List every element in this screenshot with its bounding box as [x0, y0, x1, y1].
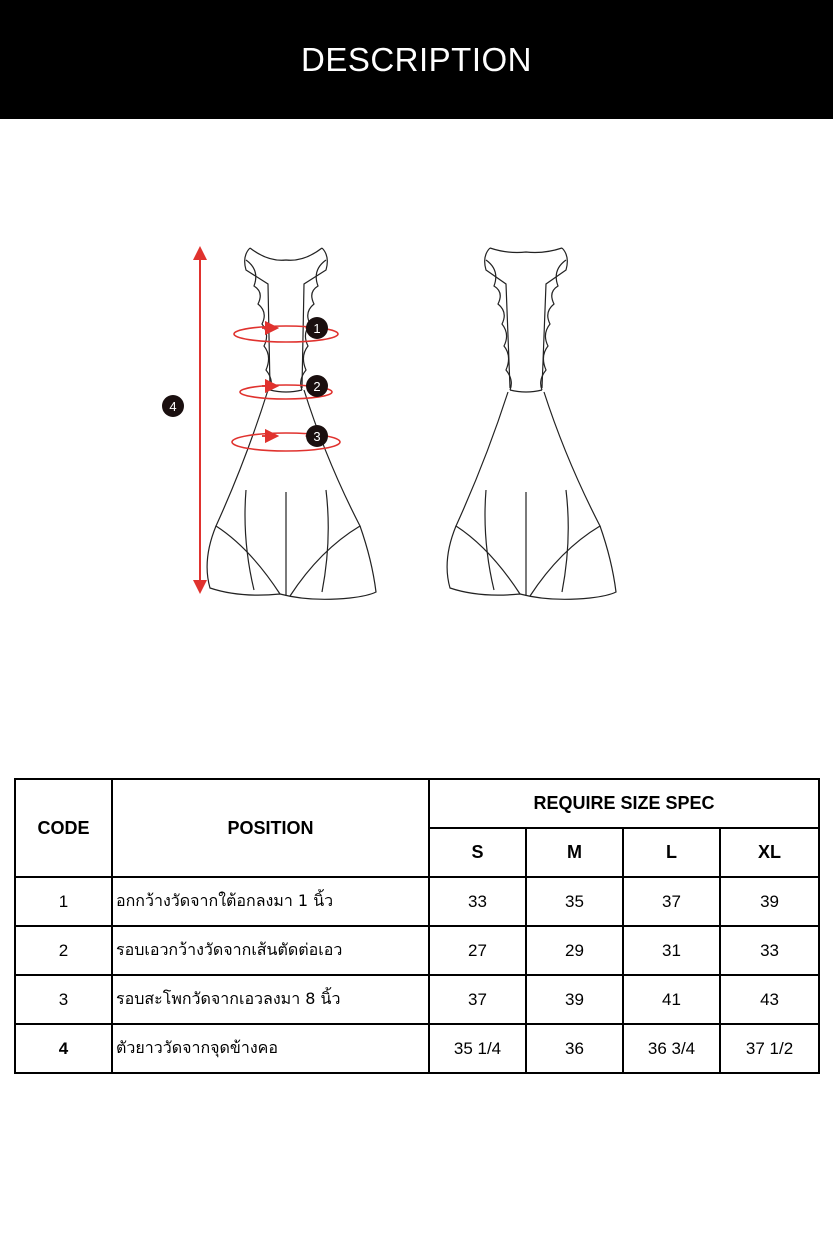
row-value-s: 27 — [428, 925, 527, 976]
back-dress-outline — [446, 247, 617, 600]
svg-text:4: 4 — [169, 399, 176, 414]
code-header: CODE — [14, 778, 113, 878]
description-header: DESCRIPTION — [0, 0, 833, 119]
size-header-xl: XL — [718, 827, 821, 878]
row-value-xl: 37 1/2 — [718, 1023, 821, 1074]
row-position: รอบเอวกว้างวัดจากเส้นตัดต่อเอว — [111, 925, 430, 976]
marker-2: 2 — [306, 375, 328, 397]
svg-text:3: 3 — [313, 429, 320, 444]
dress-measurement-figure: 1 2 3 4 — [150, 230, 690, 610]
row-value-l: 41 — [622, 974, 721, 1025]
chest-ring — [233, 325, 339, 343]
length-arrow — [193, 246, 207, 594]
size-spec-table: CODE POSITION REQUIRE SIZE SPEC S M L XL… — [14, 778, 821, 1074]
row-code: 4 — [14, 1023, 113, 1074]
row-value-xl: 39 — [718, 876, 821, 927]
row-value-s: 35 1/4 — [428, 1023, 527, 1074]
row-value-l: 36 3/4 — [622, 1023, 721, 1074]
row-value-m: 35 — [525, 876, 624, 927]
size-header-l: L — [622, 827, 721, 878]
row-value-s: 33 — [428, 876, 527, 927]
row-value-m: 39 — [525, 974, 624, 1025]
row-value-s: 37 — [428, 974, 527, 1025]
row-value-xl: 43 — [718, 974, 821, 1025]
row-value-m: 36 — [525, 1023, 624, 1074]
table-row: 4 ตัวยาววัดจากจุดข้างคอ 35 1/4 36 36 3/4… — [14, 1023, 821, 1074]
measure-rings — [231, 325, 341, 452]
table-row: 3 รอบสะโพกวัดจากเอวลงมา 8 นิ้ว 37 39 41 … — [14, 974, 821, 1025]
marker-3: 3 — [306, 425, 328, 447]
position-header: POSITION — [111, 778, 430, 878]
waist-ring — [239, 384, 333, 400]
size-header-s: S — [428, 827, 527, 878]
marker-1: 1 — [306, 317, 328, 339]
dress-diagram: 1 2 3 4 — [162, 246, 617, 600]
table-row: 1 อกกว้างวัดจากใต้อกลงมา 1 นิ้ว 33 35 37… — [14, 876, 821, 927]
marker-4: 4 — [162, 395, 184, 417]
size-header-m: M — [525, 827, 624, 878]
row-code: 1 — [14, 876, 113, 927]
svg-text:1: 1 — [313, 321, 320, 336]
page-title: DESCRIPTION — [300, 40, 533, 78]
row-value-l: 31 — [622, 925, 721, 976]
spec-header: REQUIRE SIZE SPEC — [427, 778, 821, 829]
row-position: อกกว้างวัดจากใต้อกลงมา 1 นิ้ว — [111, 876, 430, 927]
row-position: ตัวยาววัดจากจุดข้างคอ — [111, 1023, 430, 1074]
row-code: 3 — [14, 974, 113, 1025]
row-position: รอบสะโพกวัดจากเอวลงมา 8 นิ้ว — [111, 974, 430, 1025]
svg-text:2: 2 — [313, 379, 320, 394]
table-row: 2 รอบเอวกว้างวัดจากเส้นตัดต่อเอว 27 29 3… — [14, 925, 821, 976]
hip-ring — [231, 432, 341, 452]
row-code: 2 — [14, 925, 113, 976]
row-value-xl: 33 — [718, 925, 821, 976]
row-value-l: 37 — [622, 876, 721, 927]
row-value-m: 29 — [525, 925, 624, 976]
front-dress-outline — [206, 247, 377, 600]
